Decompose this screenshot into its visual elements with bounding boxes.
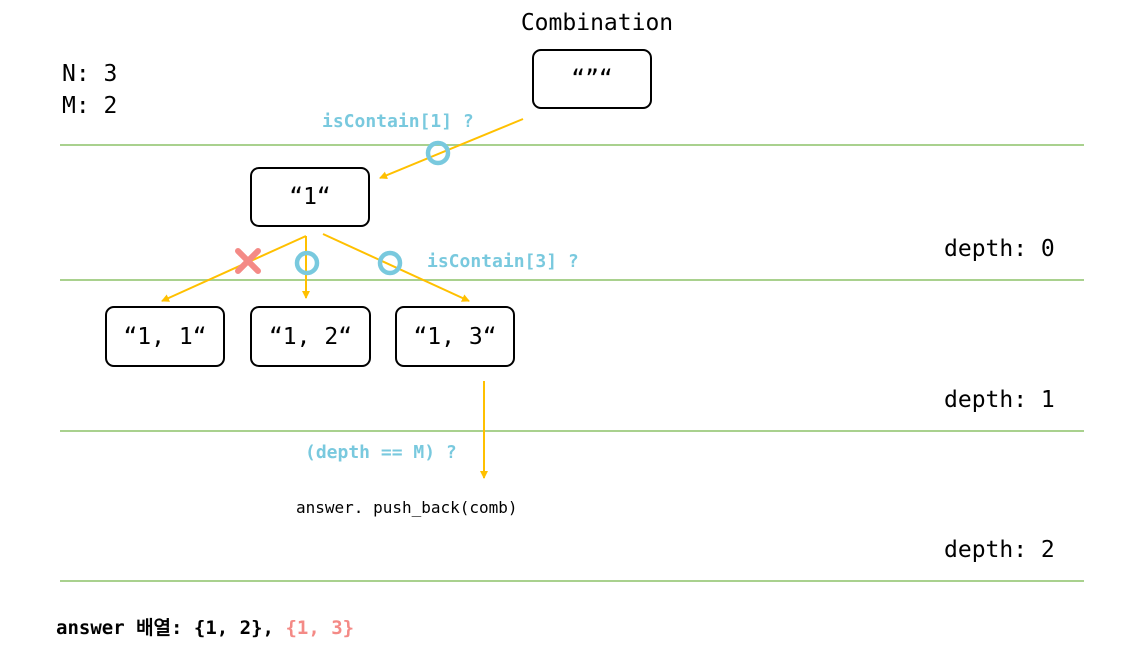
node-one: “1“ (250, 167, 370, 227)
node-one-two: “1, 2“ (250, 306, 371, 367)
allowed-circle-icon (294, 250, 320, 276)
diagram-title: Combination (520, 10, 674, 36)
depth-label-1: depth: 1 (944, 387, 1055, 413)
node-root: “”“ (532, 49, 652, 109)
depth-label-0: depth: 0 (944, 236, 1055, 262)
answer-highlight: {1, 3} (285, 617, 355, 639)
param-n: N: 3 (62, 61, 118, 87)
arrow-one-to-one-three (322, 233, 470, 302)
allowed-circle-icon (425, 140, 451, 166)
node-one-one: “1, 1“ (105, 306, 225, 367)
answer-array: answer 배열: {1, 2}, {1, 3} (56, 613, 354, 640)
rejected-x-icon (235, 248, 261, 274)
code-push-back: answer. push_back(comb) (296, 498, 518, 517)
param-m: M: 2 (62, 93, 118, 119)
note-iscontain-1: isContain[1] ? (322, 111, 474, 132)
node-one-three: “1, 3“ (395, 306, 515, 367)
arrow-one-to-one-one (161, 235, 307, 302)
answer-label: answer 배열: {1, 2}, (56, 617, 286, 639)
depth-label-2: depth: 2 (944, 537, 1055, 563)
allowed-circle-icon (377, 250, 403, 276)
note-depth-check: (depth == M) ? (305, 442, 457, 463)
note-iscontain-3: isContain[3] ? (427, 251, 579, 272)
parameters: N: 3 M: 2 (62, 58, 117, 122)
arrow-root-to-one (379, 118, 524, 180)
